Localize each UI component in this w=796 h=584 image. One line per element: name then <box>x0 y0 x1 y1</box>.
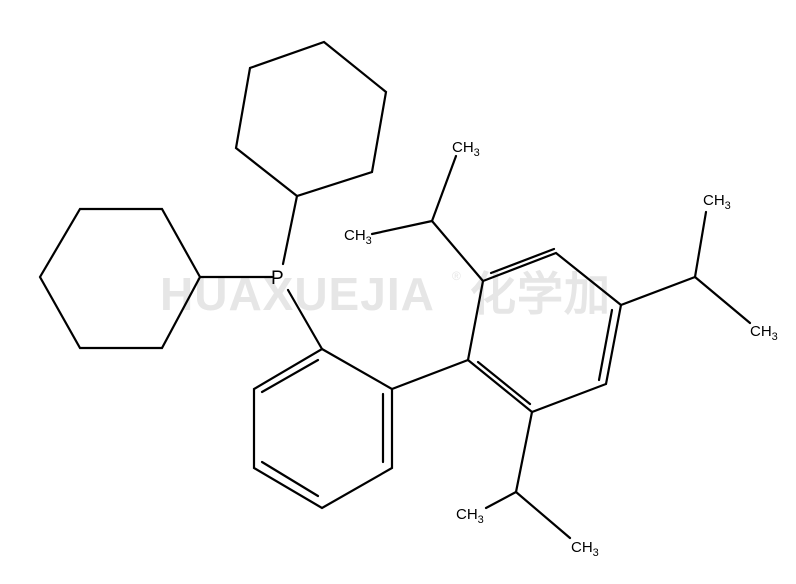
methyl-label: CH3 <box>344 227 372 247</box>
methyl-label: CH3 <box>703 192 731 212</box>
bond-biaryl <box>390 358 470 391</box>
cyclohexyl-ring-left <box>38 207 202 350</box>
bond-p-cy-top <box>281 194 299 266</box>
watermark-registered: ® <box>452 269 461 283</box>
methyl-label: CH3 <box>750 323 778 343</box>
atom-phosphorus: P <box>271 268 284 289</box>
cyclohexyl-ring-top <box>234 40 388 198</box>
isopropyl-bottom <box>484 410 572 540</box>
methyl-label: CH3 <box>571 539 599 559</box>
isopropyl-top <box>370 154 485 283</box>
watermark-text: HUAXUEJIA <box>160 268 435 320</box>
phenyl-ring <box>252 347 394 510</box>
isopropyl-para <box>619 210 752 325</box>
methyl-label: CH3 <box>456 506 484 526</box>
methyl-label: CH3 <box>452 139 480 159</box>
watermark-cn: 化学加 <box>470 268 611 320</box>
watermark: HUAXUEJIA ® 化学加 <box>160 268 611 320</box>
bond-p-phenyl <box>286 288 324 351</box>
